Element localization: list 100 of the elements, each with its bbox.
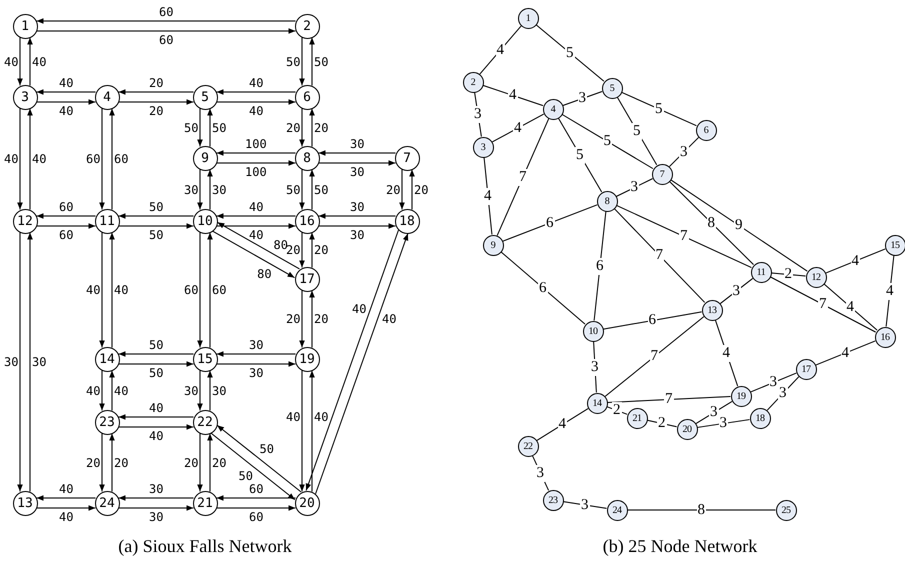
edge-label: 30 — [249, 338, 264, 352]
edge-label: 20 — [314, 120, 328, 134]
arrow — [216, 495, 296, 501]
arrow — [216, 223, 296, 229]
edge-label: 50 — [286, 182, 300, 196]
edge-label: 40 — [249, 76, 264, 90]
arrow — [315, 232, 408, 494]
arrow — [207, 108, 213, 148]
node-circle: 19 — [294, 346, 320, 372]
edge-label: 7 — [518, 168, 528, 186]
node-circle: 4 — [542, 98, 564, 120]
edge-label: 30 — [212, 384, 226, 398]
edge-label: 40 — [59, 104, 74, 118]
edge-label: 30 — [32, 355, 46, 369]
arrow — [118, 361, 194, 367]
edge-label: 20 — [184, 456, 198, 470]
connector-line — [770, 272, 806, 277]
edge-label: 60 — [159, 5, 174, 19]
edge-label: 40 — [59, 510, 74, 524]
arrow — [216, 505, 296, 511]
node-circle: 13 — [12, 490, 38, 516]
edge-label: 30 — [184, 182, 198, 196]
arrow — [318, 213, 396, 219]
arrow — [399, 168, 405, 210]
arrow — [197, 432, 203, 492]
node-circle: 9 — [482, 234, 504, 256]
edge-label: 30 — [149, 510, 164, 524]
connector-line — [668, 136, 700, 168]
edge-label: 50 — [286, 54, 300, 68]
arrow — [17, 232, 23, 492]
connector-line — [616, 96, 658, 166]
arrow — [197, 168, 203, 210]
arrow — [36, 495, 96, 501]
edge-label: 50 — [149, 200, 164, 214]
connector-line — [616, 178, 654, 197]
edge-label: 60 — [86, 152, 100, 166]
edge-label: 50 — [259, 442, 274, 456]
connector-line — [536, 408, 589, 441]
arrow — [409, 168, 415, 210]
node-circle: 11 — [94, 208, 120, 234]
node-circle: 4 — [94, 84, 120, 110]
arrow — [216, 160, 296, 166]
arrow — [212, 230, 296, 278]
arrow — [216, 150, 296, 156]
edge-label: 40 — [86, 283, 100, 297]
edge-label: 20 — [414, 182, 428, 196]
edge-label: 50 — [149, 228, 164, 242]
arrow — [216, 424, 302, 492]
arrow — [109, 232, 115, 348]
edge-label: 40 — [4, 54, 18, 68]
arrow — [17, 36, 23, 86]
arrow — [118, 424, 194, 430]
connector-line — [720, 278, 754, 304]
connector-line — [502, 204, 598, 242]
edge-label: 60 — [249, 510, 264, 524]
arrow — [216, 213, 296, 219]
connector-line — [607, 396, 731, 403]
connector-line — [815, 340, 876, 366]
connector-line — [594, 210, 606, 322]
edge-label: 30 — [184, 384, 198, 398]
arrow — [109, 432, 115, 492]
arrow — [118, 99, 194, 105]
arrow — [118, 495, 194, 501]
connector-line — [562, 91, 603, 106]
connector-line — [823, 283, 878, 331]
edge-label: 60 — [59, 200, 74, 214]
edge-label: 40 — [249, 200, 264, 214]
edge-label: 50 — [212, 120, 226, 134]
arrow — [299, 108, 305, 148]
arrow — [309, 36, 315, 86]
arrow — [118, 351, 194, 357]
node-circle: 24 — [94, 490, 120, 516]
arrow — [299, 232, 305, 268]
edge-label: 30 — [350, 165, 364, 179]
edge-label: 50 — [314, 54, 328, 68]
node-circle: 6 — [696, 120, 716, 140]
edge-label: 60 — [159, 33, 174, 47]
edge-label: 50 — [314, 182, 328, 196]
edge-label: 8 — [706, 214, 716, 232]
edge-label: 50 — [149, 366, 164, 380]
edge-label: 7 — [654, 247, 664, 264]
node-circle: 9 — [192, 146, 218, 170]
caption: (a) Sioux Falls Network — [118, 536, 292, 557]
connector-line — [562, 501, 608, 509]
edge-label: 50 — [149, 338, 164, 352]
arrow — [207, 432, 213, 492]
node-circle: 1 — [518, 8, 538, 28]
edge-label: 40 — [149, 401, 164, 415]
arrow — [36, 18, 296, 24]
connector-line — [614, 208, 706, 303]
node-circle: 12 — [806, 266, 826, 288]
node-circle: 19 — [730, 386, 752, 406]
edge-label: 3 — [590, 358, 600, 376]
connector-line — [492, 114, 544, 142]
edge-label: 100 — [245, 137, 267, 151]
node-circle: 18 — [750, 408, 770, 428]
arrow — [27, 108, 33, 210]
edge-label: 4 — [496, 42, 505, 58]
arrow — [197, 370, 203, 412]
edge-label: 40 — [249, 228, 264, 242]
